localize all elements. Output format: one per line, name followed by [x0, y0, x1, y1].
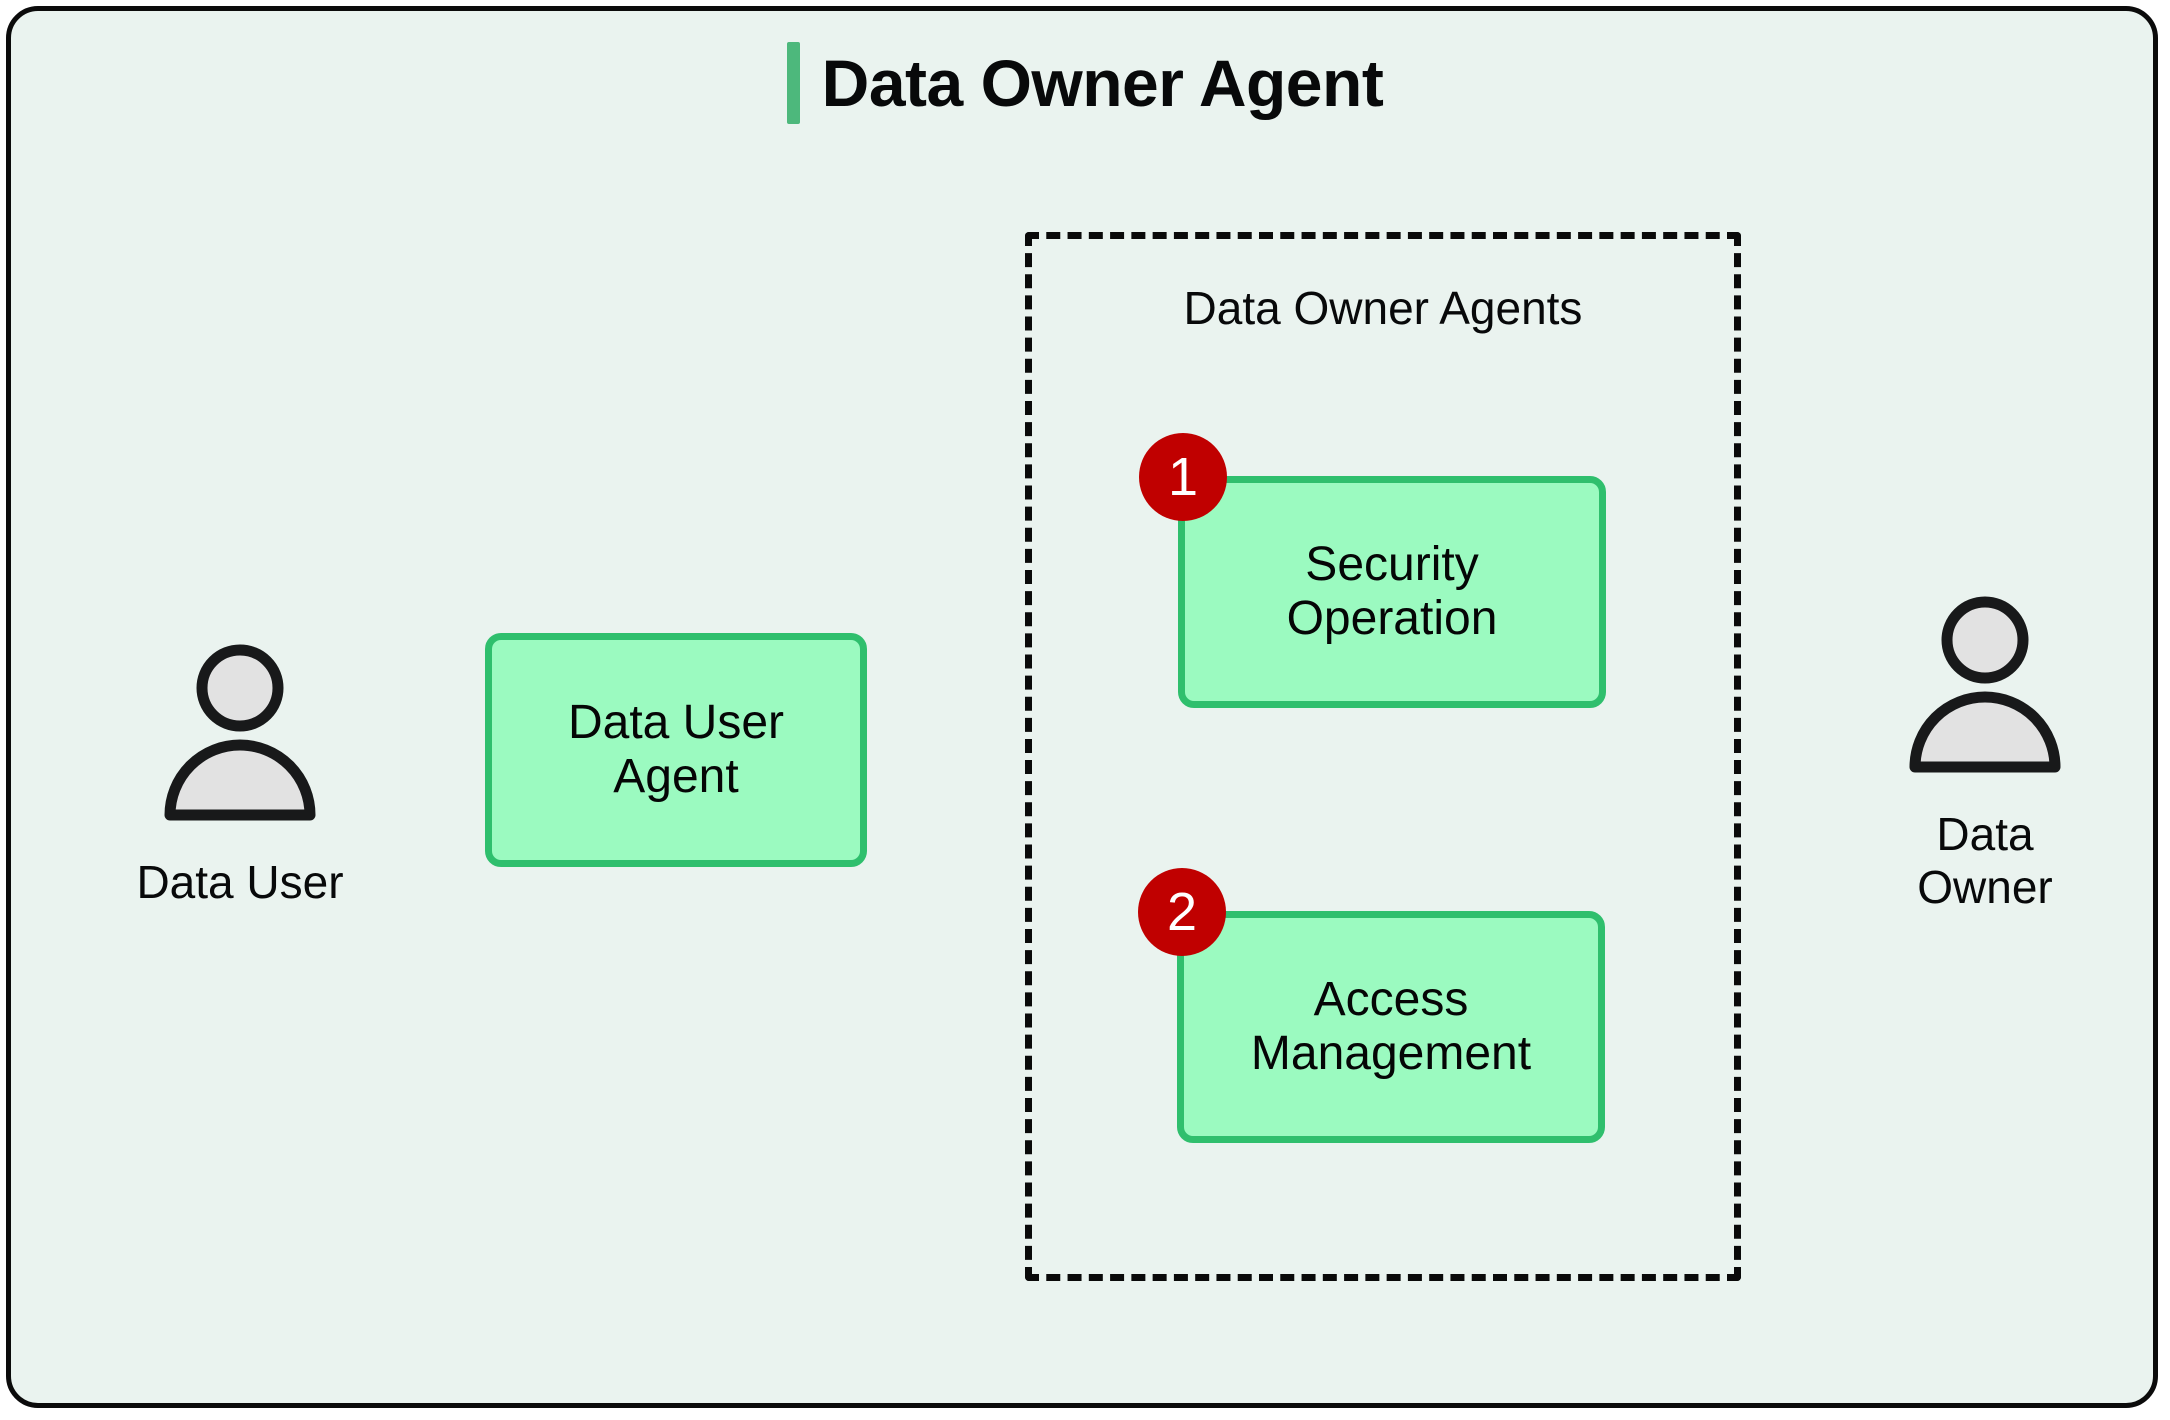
person-icon: [164, 644, 316, 821]
group-data-owner-agents: [1025, 232, 1741, 1281]
actor-data-owner: Data Owner: [1855, 592, 2115, 914]
box-security-operation[interactable]: Security Operation: [1178, 476, 1606, 708]
box-data-user-agent[interactable]: Data User Agent: [485, 633, 867, 867]
actor-label-data-owner: Data Owner: [1917, 808, 2053, 913]
box-label-access-management: Access Management: [1250, 973, 1532, 1080]
group-title-data-owner-agents: Data Owner Agents: [1183, 282, 1583, 334]
box-label-security-operation: Security Operation: [1286, 538, 1498, 645]
title-text: Data Owner Agent: [821, 46, 1384, 120]
page-title: Data Owner Agent: [0, 28, 2170, 138]
badge-1: 1: [1139, 433, 1227, 521]
person-icon: [1909, 596, 2061, 773]
actor-data-user: Data User: [80, 640, 400, 909]
badge-2: 2: [1138, 868, 1226, 956]
box-access-management[interactable]: Access Management: [1177, 911, 1605, 1143]
actor-label-data-user: Data User: [136, 856, 344, 908]
box-label-data-user-agent: Data User Agent: [567, 696, 785, 803]
title-accent-bar: [786, 42, 800, 124]
outer-panel: [6, 6, 2158, 1408]
